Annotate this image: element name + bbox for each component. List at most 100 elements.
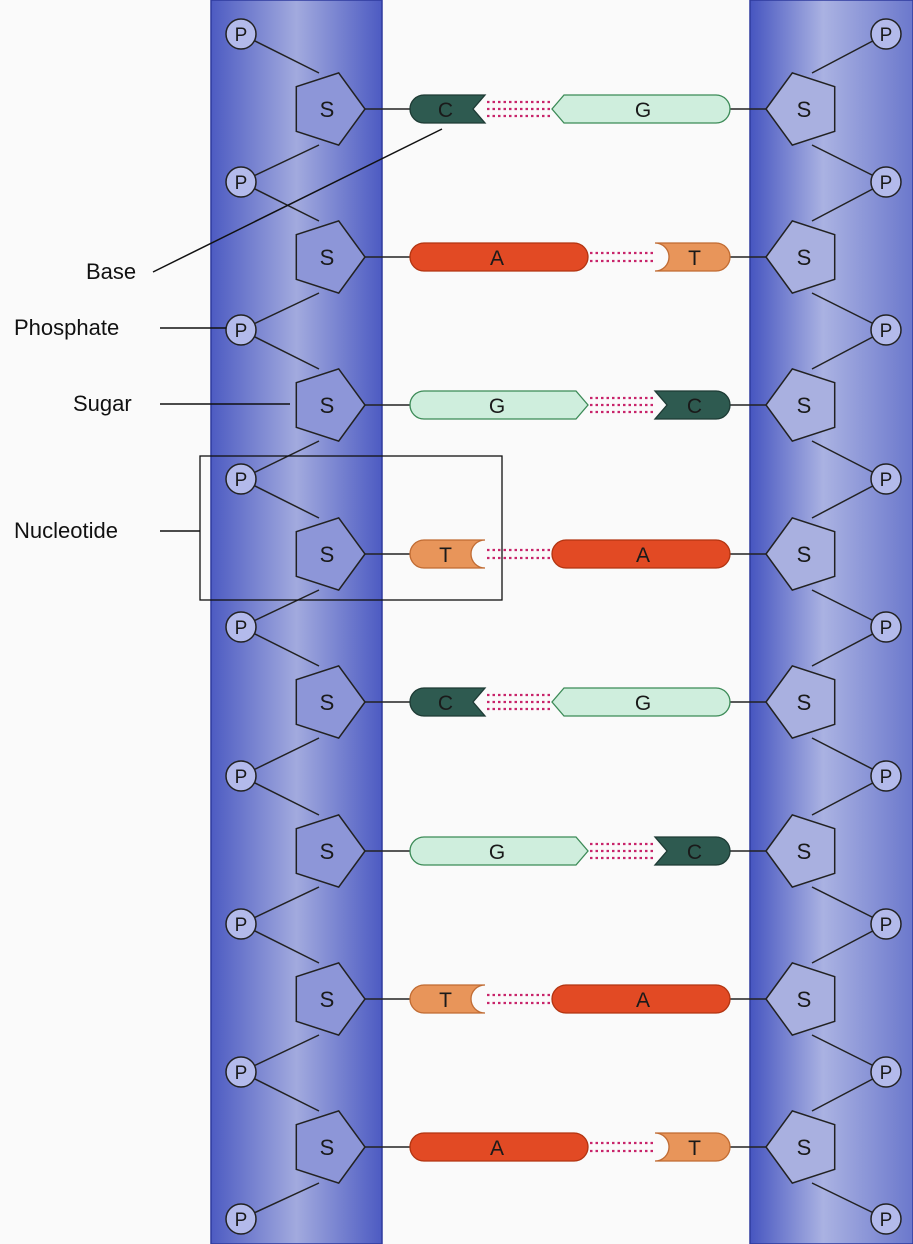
- phosphate-circle: [225, 314, 257, 346]
- phosphate-symbol: P: [235, 470, 248, 491]
- sugar-symbol: S: [797, 393, 812, 418]
- sugar-pentagon: [765, 517, 836, 591]
- phosphate-symbol: P: [880, 1063, 893, 1084]
- phosphate-circle: [870, 1056, 902, 1088]
- base-pointer-line: [152, 128, 443, 273]
- sugar-symbol: S: [320, 245, 335, 270]
- sugar-pentagon: [765, 220, 836, 294]
- sugar-symbol: S: [320, 97, 335, 122]
- base-letter: A: [636, 544, 650, 567]
- phosphate-symbol: P: [880, 321, 893, 342]
- base-G: [409, 836, 589, 866]
- base-letter: T: [439, 544, 452, 567]
- base-T: [409, 539, 486, 569]
- base-C: [409, 687, 487, 717]
- base-letter: C: [687, 841, 702, 864]
- base-G: [409, 390, 589, 420]
- phosphate-circle: [870, 463, 902, 495]
- sugar-symbol: S: [320, 987, 335, 1012]
- base-label: Base: [86, 259, 136, 284]
- phosphate-symbol: P: [880, 915, 893, 936]
- base-letter: A: [636, 989, 650, 1012]
- sugar-pentagon: [295, 962, 366, 1036]
- base-letter: T: [688, 1137, 701, 1160]
- sugar-symbol: S: [320, 542, 335, 567]
- base-T: [654, 1132, 731, 1162]
- sugar-pentagon: [295, 814, 366, 888]
- sugar-pentagon: [765, 665, 836, 739]
- phosphate-symbol: P: [235, 618, 248, 639]
- base-C: [409, 94, 487, 124]
- base-G: [551, 94, 731, 124]
- phosphate-circle: [870, 314, 902, 346]
- sugar-symbol: S: [797, 97, 812, 122]
- sugar-label: Sugar: [73, 391, 132, 416]
- phosphate-symbol: P: [235, 915, 248, 936]
- sugar-symbol: S: [320, 690, 335, 715]
- phosphate-symbol: P: [880, 1210, 893, 1231]
- base-A: [551, 984, 731, 1014]
- phosphate-symbol: P: [880, 470, 893, 491]
- phosphate-circle: [225, 611, 257, 643]
- base-A: [551, 539, 731, 569]
- phosphate-circle: [870, 908, 902, 940]
- phosphate-symbol: P: [880, 25, 893, 46]
- phosphate-symbol: P: [235, 1063, 248, 1084]
- sugar-pentagon: [295, 517, 366, 591]
- phosphate-circle: [225, 166, 257, 198]
- base-G: [551, 687, 731, 717]
- sugar-symbol: S: [320, 393, 335, 418]
- sugar-pentagon: [765, 72, 836, 146]
- sugar-symbol: S: [797, 1135, 812, 1160]
- phosphate-symbol: P: [235, 25, 248, 46]
- base-A: [409, 242, 589, 272]
- phosphate-circle: [870, 760, 902, 792]
- base-T: [654, 242, 731, 272]
- phosphate-symbol: P: [235, 1210, 248, 1231]
- base-letter: C: [438, 692, 453, 715]
- sugar-symbol: S: [797, 839, 812, 864]
- phosphate-symbol: P: [880, 173, 893, 194]
- nucleotide-label: Nucleotide: [14, 518, 118, 543]
- sugar-pentagon: [765, 814, 836, 888]
- base-letter: A: [490, 1137, 504, 1160]
- base-T: [409, 984, 486, 1014]
- base-letter: G: [489, 841, 505, 864]
- phosphate-circle: [870, 611, 902, 643]
- phosphate-symbol: P: [880, 618, 893, 639]
- phosphate-circle: [225, 1203, 257, 1235]
- phosphate-circle: [225, 760, 257, 792]
- phosphate-circle: [225, 1056, 257, 1088]
- phosphate-symbol: P: [235, 173, 248, 194]
- sugar-symbol: S: [797, 987, 812, 1012]
- phosphate-circle: [870, 1203, 902, 1235]
- sugar-symbol: S: [797, 245, 812, 270]
- sugar-pentagon: [765, 368, 836, 442]
- base-letter: G: [635, 99, 651, 122]
- sugar-pentagon: [295, 72, 366, 146]
- phosphate-circle: [870, 166, 902, 198]
- base-letter: A: [490, 247, 504, 270]
- phosphate-circle: [225, 908, 257, 940]
- sugar-pentagon: [295, 368, 366, 442]
- phosphate-symbol: P: [235, 321, 248, 342]
- phosphate-circle: [870, 18, 902, 50]
- base-A: [409, 1132, 589, 1162]
- phosphate-symbol: P: [235, 767, 248, 788]
- base-letter: C: [438, 99, 453, 122]
- base-letter: C: [687, 395, 702, 418]
- phosphate-circle: [225, 18, 257, 50]
- base-C: [653, 836, 731, 866]
- sugar-pentagon: [295, 665, 366, 739]
- sugar-symbol: S: [797, 542, 812, 567]
- base-letter: T: [688, 247, 701, 270]
- phosphate-circle: [225, 463, 257, 495]
- base-letter: G: [635, 692, 651, 715]
- sugar-pentagon: [295, 1110, 366, 1184]
- phosphate-symbol: P: [880, 767, 893, 788]
- sugar-symbol: S: [797, 690, 812, 715]
- base-letter: G: [489, 395, 505, 418]
- sugar-symbol: S: [320, 1135, 335, 1160]
